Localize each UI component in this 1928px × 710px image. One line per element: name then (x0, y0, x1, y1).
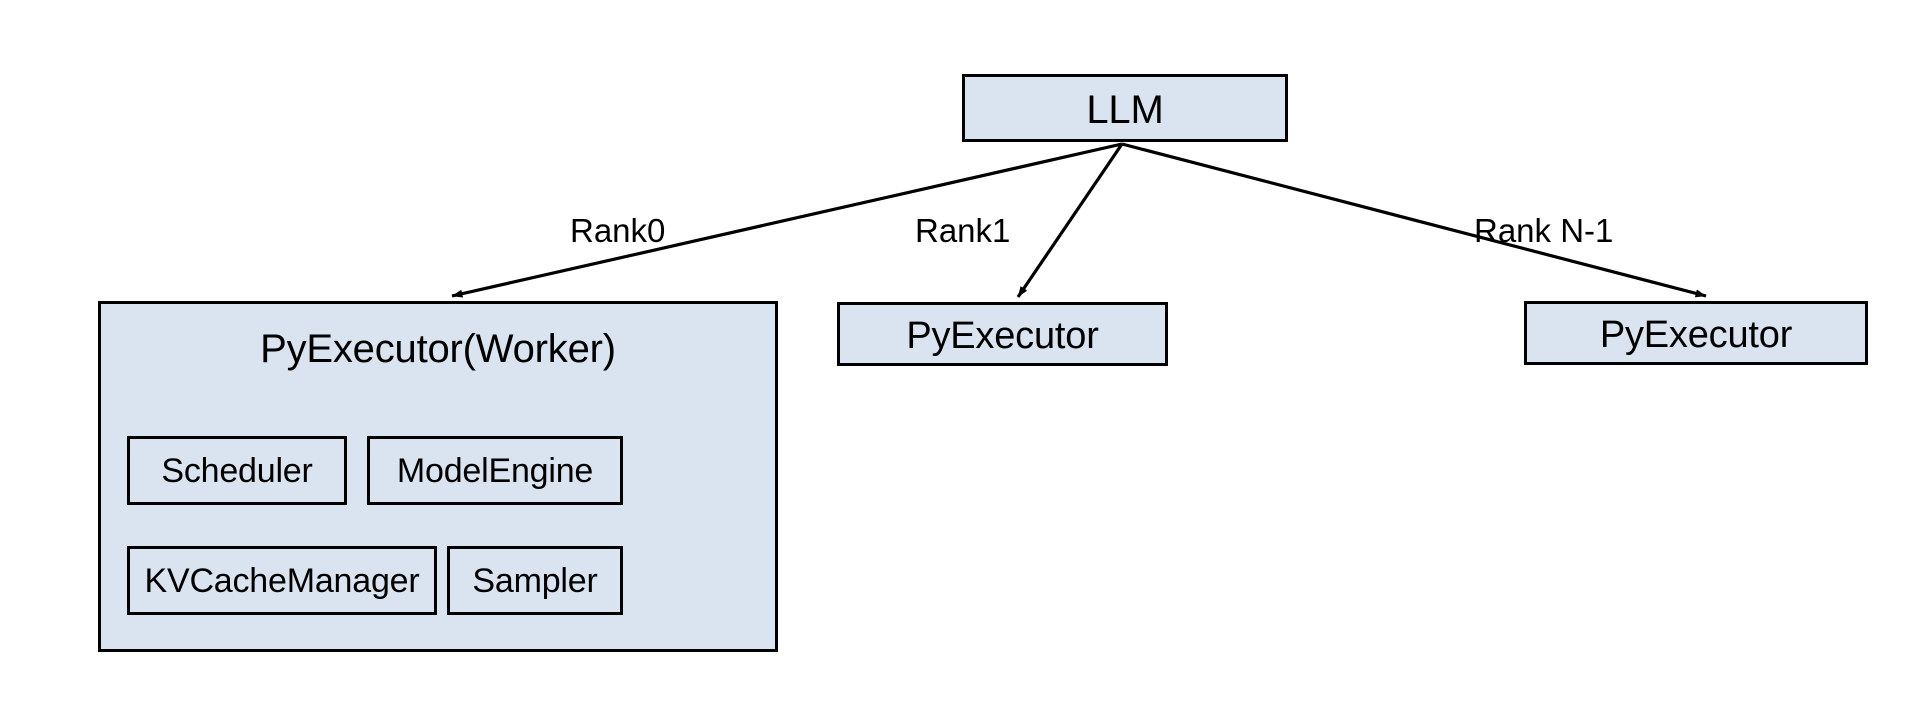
edge-label-rank1: Rank1 (915, 212, 1011, 249)
node-kv-cache-manager[interactable]: KVCacheManager (127, 546, 437, 615)
node-kv-cache-manager-label: KVCacheManager (144, 561, 420, 600)
node-sampler-label: Sampler (472, 561, 598, 600)
node-scheduler[interactable]: Scheduler (127, 436, 347, 505)
node-pyexecutor-rank1-label: PyExecutor (906, 315, 1099, 357)
edge-label-rank-n-1: Rank N-1 (1474, 212, 1614, 249)
node-model-engine[interactable]: ModelEngine (367, 436, 623, 505)
node-pyexecutor-rank1[interactable]: PyExecutor (837, 302, 1168, 366)
node-model-engine-label: ModelEngine (396, 451, 594, 490)
node-pyexecutor-rank-n-1-label: PyExecutor (1599, 314, 1793, 356)
node-llm[interactable]: LLM (962, 74, 1288, 142)
node-scheduler-label: Scheduler (161, 451, 313, 490)
node-pyexecutor-rank-n-1[interactable]: PyExecutor (1524, 301, 1868, 365)
edge-llm-to-executor-rankn (1121, 142, 1707, 298)
edge-label-rank0: Rank0 (570, 212, 666, 249)
node-sampler[interactable]: Sampler (447, 546, 623, 615)
node-pyexecutor-worker-label: PyExecutor(Worker) (260, 327, 616, 371)
node-llm-label: LLM (1086, 88, 1164, 132)
edge-llm-to-worker (451, 142, 1123, 298)
edge-llm-to-executor-rank1 (1016, 143, 1124, 298)
node-pyexecutor-worker[interactable]: PyExecutor(Worker) Scheduler ModelEngine… (98, 301, 778, 652)
